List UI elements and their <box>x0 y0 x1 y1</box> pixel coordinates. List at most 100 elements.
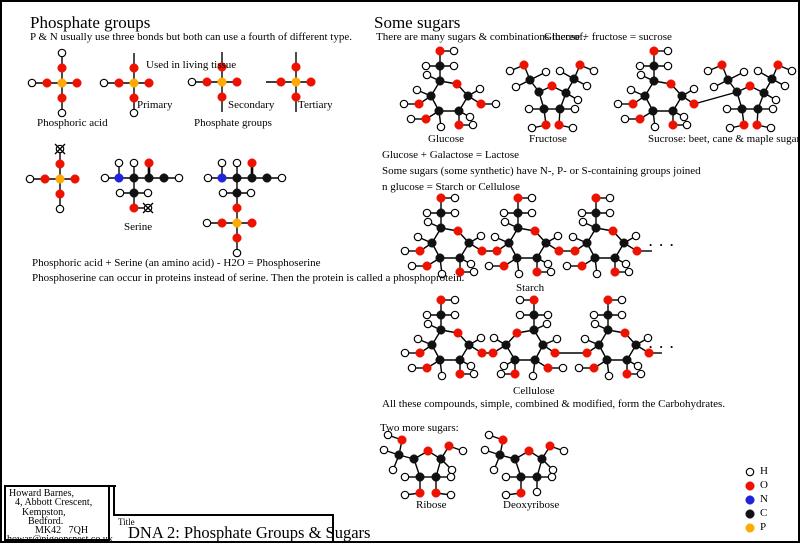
atom-C <box>529 310 539 320</box>
atom-H <box>501 472 511 482</box>
atom-H <box>407 363 417 373</box>
atom-H <box>436 122 446 132</box>
two-more-sugars-note: Two more sugars: <box>380 422 459 434</box>
atom-H <box>559 446 569 456</box>
atom-H <box>532 487 542 497</box>
atom-H <box>766 123 776 133</box>
address-box: Howard Barnes, 4, Abbott Crescent, Kemps… <box>4 485 113 541</box>
atom-H <box>449 46 459 56</box>
atom-H <box>129 158 139 168</box>
atom-O <box>114 78 124 88</box>
atom-C <box>435 61 445 71</box>
atom-H <box>489 333 499 343</box>
atom-H <box>232 158 242 168</box>
atom-C <box>510 355 520 365</box>
atom-C <box>436 208 446 218</box>
legend-label-h: H <box>760 465 768 477</box>
atom-H <box>633 361 643 371</box>
label-glucose: Glucose <box>428 133 465 145</box>
atom-H <box>447 465 457 475</box>
atom-C <box>602 355 612 365</box>
atom-C <box>732 87 742 97</box>
atom-C <box>530 355 540 365</box>
drawing-title: DNA 2: Phosphate Groups & Sugars <box>128 523 371 542</box>
atom-H <box>505 66 515 76</box>
starch-ellipsis: . . . <box>649 234 676 249</box>
atom-H <box>577 208 587 218</box>
address-line: 4, Abbott Crescent, <box>15 497 93 509</box>
atom-H <box>475 84 485 94</box>
atom-O <box>57 63 67 73</box>
starch-unit-1 <box>400 193 497 279</box>
atom-H <box>450 295 460 305</box>
atom-H <box>511 82 521 92</box>
atom-O <box>453 226 463 236</box>
cellulose-unit-2-flipped <box>488 295 587 381</box>
atom-H <box>484 430 494 440</box>
atom-C <box>247 173 257 183</box>
phosphoserine <box>202 158 287 258</box>
glucose <box>399 46 501 132</box>
atom-O <box>666 79 676 89</box>
atom-C <box>753 104 763 114</box>
atom-O <box>72 78 82 88</box>
atom-O <box>589 363 599 373</box>
atom-H <box>496 369 506 379</box>
atom-C <box>434 106 444 116</box>
atom-O <box>608 226 618 236</box>
label-fructose: Fructose <box>529 133 567 145</box>
atom-C <box>394 450 404 460</box>
atom-C <box>640 91 650 101</box>
atom-O <box>476 99 486 109</box>
atom-P <box>55 174 65 184</box>
sugar-intro-text: There are many sugars & combinations the… <box>376 31 586 43</box>
atom-O <box>232 233 242 243</box>
atom-H <box>217 158 227 168</box>
atom-H <box>548 465 558 475</box>
atom-O <box>422 261 432 271</box>
atom-H <box>689 84 699 94</box>
atom-H <box>499 361 509 371</box>
atom-C <box>510 454 520 464</box>
atom-H <box>232 248 242 258</box>
atom-O <box>217 92 227 102</box>
atom-C <box>232 173 242 183</box>
label-cellulose: Cellulose <box>513 385 555 397</box>
atom-O <box>582 348 592 358</box>
crossed-out-mark <box>142 202 154 214</box>
atom-C <box>513 223 523 233</box>
atom-H <box>578 217 588 227</box>
atom-C <box>464 238 474 248</box>
atom-O <box>247 158 257 168</box>
atom-O <box>444 441 454 451</box>
atom-H <box>379 445 389 455</box>
atom-O <box>649 46 659 56</box>
atom-O <box>524 446 534 456</box>
atom-C <box>534 87 544 97</box>
atom-H <box>57 48 67 58</box>
atom-N <box>745 495 755 505</box>
atom-O <box>415 348 425 358</box>
atom-H <box>626 85 636 95</box>
label-secondary: Secondary <box>228 99 275 111</box>
phosphate-section-heading: Phosphate groups <box>30 13 151 32</box>
atom-O <box>42 78 52 88</box>
address-line: Bedford. <box>28 515 64 527</box>
atom-O <box>232 203 242 213</box>
atom-H <box>568 123 578 133</box>
atom-C <box>525 75 535 85</box>
atom-H <box>541 67 551 77</box>
atom-H <box>725 123 735 133</box>
phosphate-primary <box>99 53 154 118</box>
legend-label-c: C <box>760 507 768 519</box>
atom-O <box>454 120 464 130</box>
atom-C <box>582 238 592 248</box>
atom-C <box>495 450 505 460</box>
atom-H <box>542 319 552 329</box>
atom-H <box>406 114 416 124</box>
atom-C <box>435 253 445 263</box>
atom-O <box>610 267 620 277</box>
atom-H <box>514 269 524 279</box>
cellulose-unit-3 <box>574 295 662 381</box>
label-starch: Starch <box>516 282 545 294</box>
